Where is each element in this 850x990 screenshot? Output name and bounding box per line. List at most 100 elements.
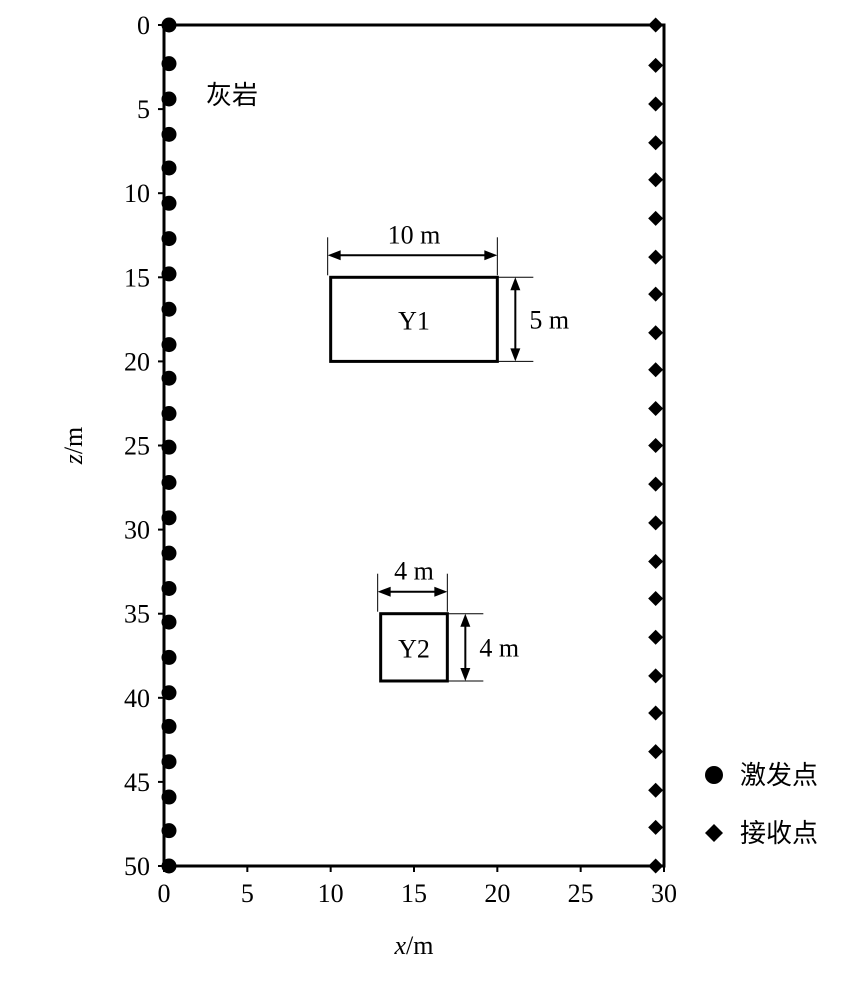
receiver-point <box>648 705 664 721</box>
y-tick-label: 20 <box>124 347 150 376</box>
arrowhead <box>327 250 341 261</box>
medium-label: 灰岩 <box>206 81 258 111</box>
source-point <box>161 56 177 72</box>
x-axis-ticks: 0 5 10 15 20 25 30 <box>158 866 677 908</box>
receiver-point <box>648 819 664 835</box>
x-tick-label: 30 <box>651 879 677 908</box>
source-point <box>161 614 177 630</box>
y-tick-label: 15 <box>124 263 150 292</box>
source-points <box>161 17 177 874</box>
width-dimension-label: 4 m <box>394 557 434 586</box>
receiver-point <box>648 744 664 760</box>
receiver-point <box>648 325 664 341</box>
source-point <box>161 789 177 805</box>
source-point <box>161 406 177 422</box>
source-point <box>161 580 177 596</box>
source-point <box>161 195 177 211</box>
x-axis-var: x <box>394 931 407 960</box>
x-tick-label: 20 <box>484 879 510 908</box>
source-point <box>161 17 177 33</box>
receiver-point <box>648 476 664 492</box>
anomaly-rect <box>379 612 449 683</box>
receiver-points <box>648 17 664 874</box>
y-axis-label: z/m <box>59 427 88 466</box>
source-point <box>161 160 177 176</box>
receiver-point <box>648 515 664 531</box>
receiver-point <box>648 591 664 607</box>
source-point <box>161 649 177 665</box>
source-point <box>161 718 177 734</box>
y-tick-label: 30 <box>124 516 150 545</box>
receiver-point <box>648 554 664 570</box>
x-tick-label: 10 <box>318 879 344 908</box>
y-tick-label: 5 <box>137 95 150 124</box>
arrowhead <box>510 348 521 362</box>
source-point <box>161 91 177 107</box>
receiver-point <box>648 438 664 453</box>
receiver-point <box>648 858 664 874</box>
receiver-point <box>648 782 664 798</box>
source-point <box>161 439 177 455</box>
model-boundary <box>162 23 666 868</box>
x-tick-label: 0 <box>158 879 171 908</box>
y-tick-label: 10 <box>124 179 150 208</box>
source-point <box>161 231 177 247</box>
y-tick-label: 40 <box>124 684 150 713</box>
receiver-point <box>648 668 664 684</box>
height-dimension-label: 4 m <box>479 633 519 662</box>
arrowhead <box>510 277 521 291</box>
source-point <box>161 266 177 282</box>
source-point <box>161 510 177 526</box>
y-tick-label: 50 <box>124 852 150 881</box>
arrowhead <box>460 613 471 627</box>
source-point <box>161 370 177 386</box>
receiver-point <box>648 210 664 226</box>
source-point <box>161 823 177 839</box>
legend-label: 激发点 <box>740 761 818 791</box>
receiver-point <box>648 17 664 33</box>
source-point <box>161 475 177 491</box>
arrowhead <box>460 667 471 681</box>
arrowhead <box>484 250 498 261</box>
y-tick-label: 25 <box>124 432 150 461</box>
receiver-point <box>648 172 664 188</box>
y-tick-label: 35 <box>124 600 150 629</box>
anomaly-rect <box>329 275 499 363</box>
legend-label: 接收点 <box>740 819 818 849</box>
x-axis-unit: /m <box>406 931 433 960</box>
x-tick-label: 5 <box>241 879 254 908</box>
source-point <box>161 858 177 874</box>
y-axis-var: z <box>59 454 88 465</box>
model-area: 灰岩 <box>162 23 666 868</box>
width-dimension-label: 10 m <box>388 220 441 249</box>
receiver-point <box>648 629 664 645</box>
receiver-point <box>648 57 664 73</box>
source-point <box>161 126 177 142</box>
receiver-point <box>648 362 664 378</box>
x-tick-label: 25 <box>568 879 594 908</box>
x-axis-label: x/m <box>394 931 434 960</box>
height-dimension-label: 5 m <box>529 305 569 334</box>
receiver-point <box>648 135 664 151</box>
receiver-point <box>648 96 664 112</box>
legend-diamond-marker <box>705 824 723 842</box>
source-point <box>161 685 177 701</box>
source-point <box>161 754 177 770</box>
anomaly-label: Y1 <box>398 306 430 335</box>
y-axis-unit: /m <box>59 427 88 454</box>
receiver-point <box>648 286 664 302</box>
receiver-point <box>648 249 664 265</box>
source-point <box>161 545 177 561</box>
receiver-point <box>648 400 664 416</box>
x-tick-label: 15 <box>401 879 427 908</box>
source-point <box>161 301 177 317</box>
arrowhead <box>377 586 391 597</box>
arrowhead <box>434 586 448 597</box>
anomaly-y2: Y24 m4 m <box>377 557 519 683</box>
y-tick-label: 0 <box>137 11 150 40</box>
source-point <box>161 337 177 353</box>
